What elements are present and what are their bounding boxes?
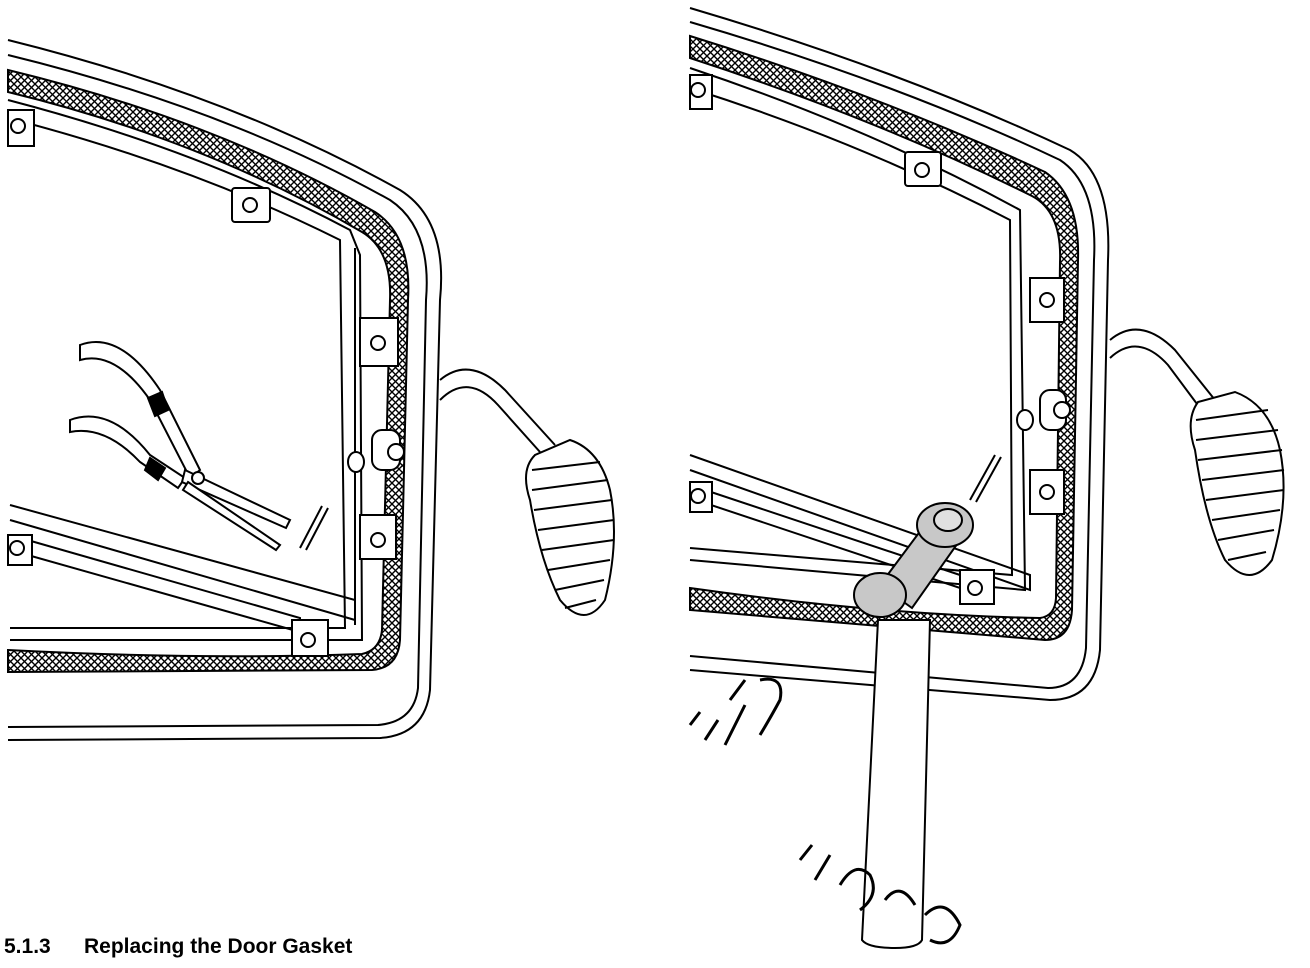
left-door-assembly	[7, 39, 615, 741]
door-handle	[439, 368, 615, 616]
hinge-pin	[299, 505, 329, 551]
section-title: Replacing the Door Gasket	[84, 935, 353, 958]
hinge-barrel	[347, 429, 405, 473]
hammer-icon	[853, 502, 974, 950]
watermark	[688, 677, 962, 945]
section-heading: 5.1.3 Replacing the Door Gasket	[4, 935, 352, 959]
pliers-icon	[69, 341, 292, 552]
section-number: 5.1.3	[4, 935, 51, 958]
retainer-clip	[7, 109, 399, 657]
right-door-assembly	[689, 7, 1285, 950]
